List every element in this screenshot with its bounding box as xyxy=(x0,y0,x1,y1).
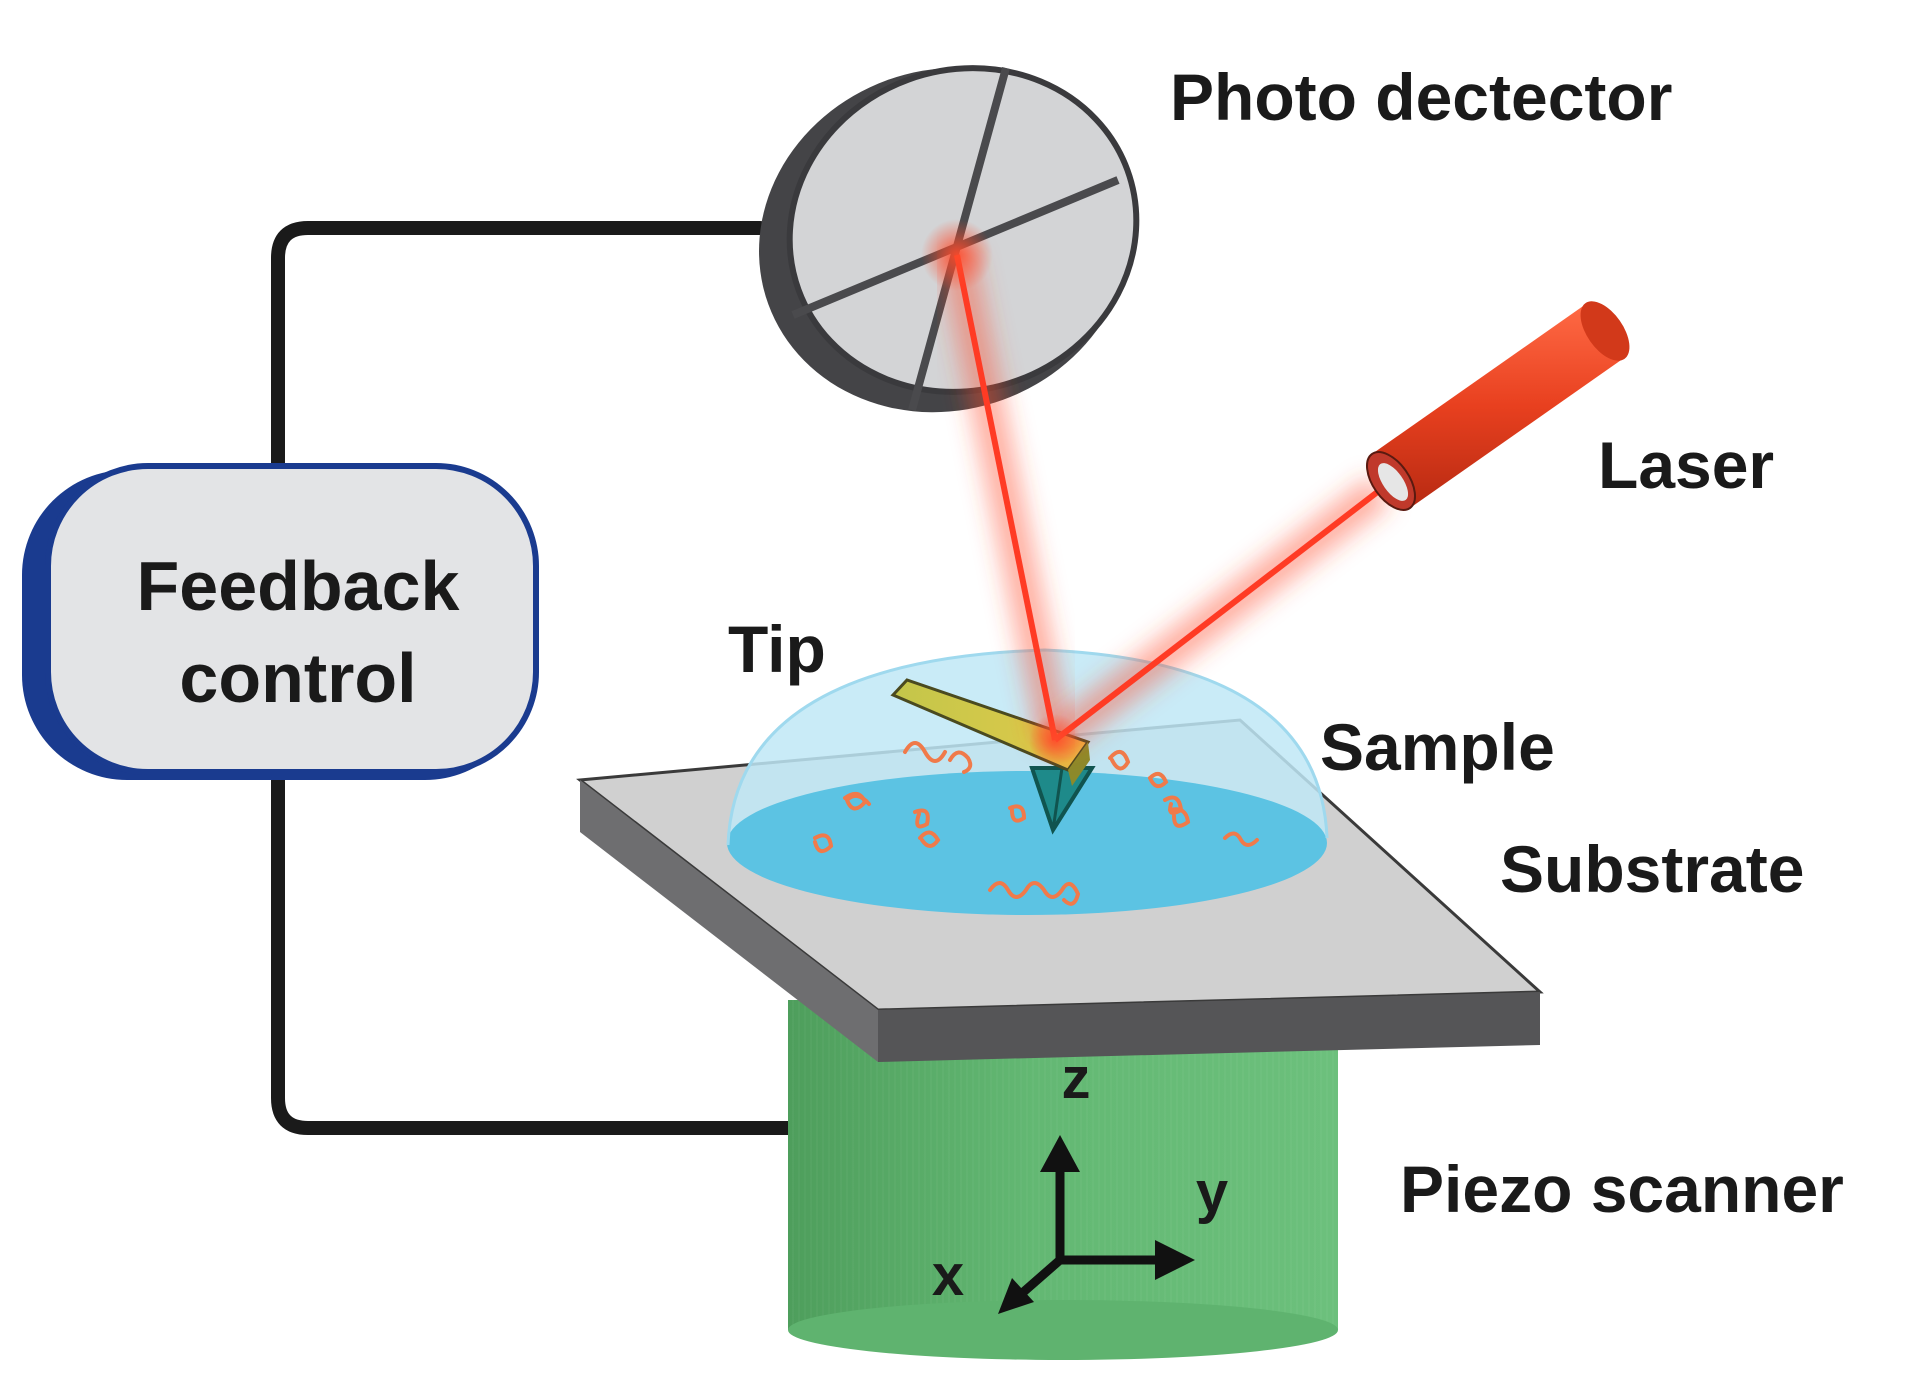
axis-label-y: y xyxy=(1196,1160,1228,1225)
label-substrate: Substrate xyxy=(1500,832,1804,906)
molecules xyxy=(813,741,1259,906)
sample-droplet xyxy=(726,648,1329,915)
label-sample: Sample xyxy=(1320,710,1555,784)
feedback-label-line2: control xyxy=(179,639,416,717)
label-laser: Laser xyxy=(1598,428,1774,502)
laser-beam xyxy=(921,219,1391,766)
axis-label-z: z xyxy=(1062,1046,1091,1111)
wire-to-piezo xyxy=(271,773,797,1135)
xyz-axes xyxy=(998,1135,1195,1314)
feedback-control-box xyxy=(22,463,539,780)
label-tip: Tip xyxy=(728,612,826,686)
axis-label-x: x xyxy=(932,1243,964,1308)
wire-to-detector xyxy=(271,221,767,477)
laser-source xyxy=(1366,301,1630,511)
label-photo-detector: Photo dectector xyxy=(1170,60,1672,134)
label-piezo-scanner: Piezo scanner xyxy=(1400,1152,1844,1226)
feedback-label-line1: Feedback xyxy=(137,547,460,625)
